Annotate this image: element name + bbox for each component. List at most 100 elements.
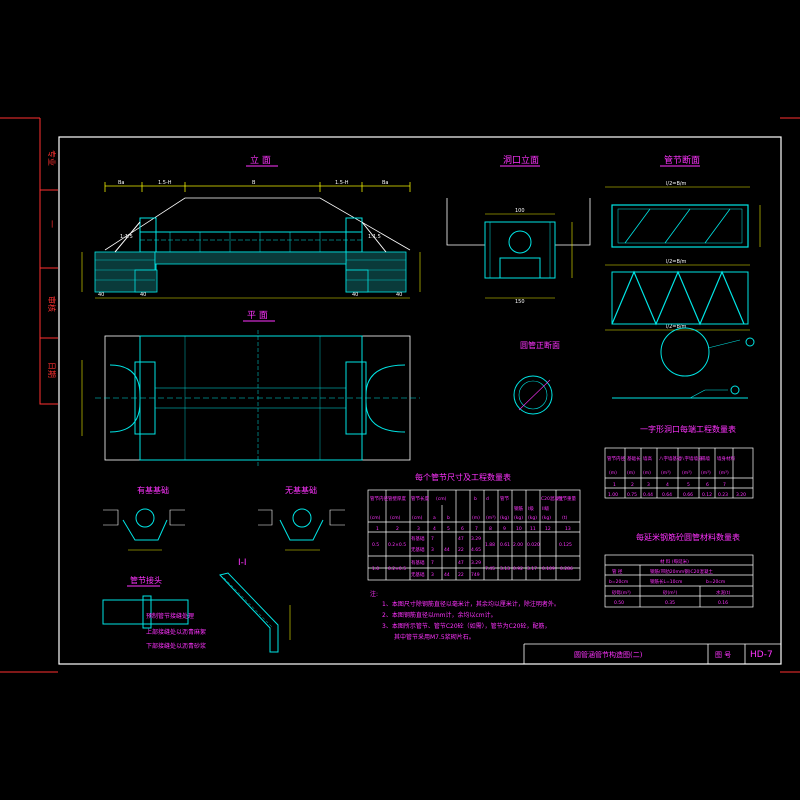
table-header: C20混凝土 bbox=[541, 495, 564, 502]
pipe-section-view: 管节断面 l/2=B/m l/2=B/m l/2=B/m bbox=[605, 154, 761, 399]
table-cell: 无基础 bbox=[411, 571, 425, 578]
view-title: 洞口立面 bbox=[503, 154, 539, 166]
title-block: 圆管涵管节构造图(二) 图 号 HD-7 bbox=[523, 643, 781, 664]
table-cell: 0.23 bbox=[718, 492, 728, 498]
table-cell: 0.44 bbox=[643, 492, 653, 498]
table-cell: 4.65 bbox=[471, 547, 481, 553]
table-unit: (m³) bbox=[486, 515, 496, 521]
table-cell: 7.45 bbox=[485, 566, 495, 572]
strip-label: 日期 bbox=[47, 362, 56, 378]
table-header: b bbox=[474, 496, 477, 502]
view-title: 管节接头 bbox=[130, 575, 162, 585]
table-cell: 钢筋(带肋20mm钢)C20混凝土 bbox=[650, 568, 713, 575]
table-title: 每延米钢筋砼圆管材料数量表 bbox=[636, 532, 740, 542]
table-cell: 749 bbox=[471, 572, 480, 578]
table-header: 管节内径 bbox=[607, 455, 625, 462]
dim-label: 40 bbox=[98, 292, 104, 298]
table-cell: 6 bbox=[461, 526, 464, 532]
dim-label: 40 bbox=[396, 292, 402, 298]
table-cell: 3.17 bbox=[527, 566, 537, 572]
strip-label: 审核 bbox=[47, 296, 57, 312]
slope-label: 1:1.5 bbox=[368, 234, 381, 240]
dim-label: Ba bbox=[118, 180, 125, 186]
table-cell: 0.50 bbox=[614, 600, 624, 606]
view-title: 管节断面 bbox=[664, 154, 700, 166]
sheet-border-marks bbox=[0, 117, 800, 673]
table-cell: 1.88 bbox=[485, 542, 495, 548]
table-header: 八字墙墙身 bbox=[680, 455, 703, 462]
table-title: 一字形洞口每端工程数量表 bbox=[640, 424, 736, 434]
table-unit: b bbox=[447, 515, 450, 521]
table-cell: 2 bbox=[631, 482, 634, 488]
table-unit: (m³) bbox=[682, 470, 692, 476]
table-unit: (cm) bbox=[390, 515, 401, 521]
table-header: 材 料 (每延米) bbox=[660, 558, 689, 565]
table-cell: 47 bbox=[458, 560, 464, 566]
table-unit: (kg) bbox=[528, 515, 537, 521]
table-cell: 5 bbox=[687, 482, 690, 488]
note-item: 2、本图钢筋直径以mm计，余均以cm计。 bbox=[382, 611, 497, 619]
dim-label: l/2=B/m bbox=[666, 259, 687, 265]
dim-label: 1.5-H bbox=[335, 180, 349, 186]
table-unit: (cm) bbox=[412, 515, 423, 521]
strip-label: 专业 bbox=[47, 150, 57, 166]
elevation-view: 立 面 Ba 1.5-H B 1.5-H Ba bbox=[81, 154, 421, 299]
table-cell: b=20cm bbox=[609, 579, 628, 585]
slope-label: 1:1.5 bbox=[120, 234, 133, 240]
table-cell: 0.35 bbox=[665, 600, 675, 606]
table-cell: 1.00 bbox=[608, 492, 618, 498]
table-cell: 0.12 bbox=[702, 492, 712, 498]
table-cell: 0.64 bbox=[662, 492, 672, 498]
table-unit: (m³) bbox=[719, 470, 729, 476]
table-cell: 0.109 bbox=[542, 566, 555, 572]
view-title: 有基基础 bbox=[137, 485, 169, 495]
drawing-number-label: 图 号 bbox=[715, 651, 731, 659]
table-cell: 1.0 bbox=[372, 566, 379, 572]
table-cell: 44 bbox=[444, 547, 450, 553]
table-cell: 3 bbox=[417, 526, 420, 532]
table-unit: (m) bbox=[609, 470, 617, 476]
drawing-name: 圆管涵管节构造图(二) bbox=[574, 650, 643, 659]
table-cell: 0.75 bbox=[627, 492, 637, 498]
table-cell: 1 bbox=[613, 482, 616, 488]
table-header: 隔墙 bbox=[701, 455, 710, 462]
dim-label: 150 bbox=[515, 299, 525, 305]
table-cell: 7 bbox=[475, 526, 478, 532]
table-pipe: 每个管节尺寸及工程数量表 管节内径 管壁厚度 管节长度 (cm) b bbox=[367, 472, 581, 581]
dim-label: 40 bbox=[140, 292, 146, 298]
dim-label: l/2=B/m bbox=[666, 181, 687, 187]
table-unit: (kg) bbox=[500, 515, 509, 521]
table-header: 管节长度 bbox=[411, 495, 429, 502]
table-cell: b=20cm bbox=[706, 579, 725, 585]
table-cell: 管 径 bbox=[612, 568, 623, 575]
note-item: 其中管节采用M7.5浆砌片石。 bbox=[382, 633, 475, 641]
plan-view: 平 面 bbox=[81, 310, 420, 466]
table-cell: 3.29 bbox=[471, 560, 481, 566]
dim-label: l/2=B/m bbox=[666, 324, 687, 330]
table-cell: 砂砾(m³) bbox=[612, 589, 631, 596]
table-header: 管节 bbox=[500, 495, 509, 502]
table-unit: (m³) bbox=[701, 470, 711, 476]
table-material: 每延米钢筋砼圆管材料数量表 材 料 (每延米) 管 径 钢筋(带肋20mm钢)C… bbox=[604, 532, 754, 608]
table-cell: 10 bbox=[516, 526, 522, 532]
dim-label: 40 bbox=[352, 292, 358, 298]
table-header: (cm) bbox=[436, 496, 447, 502]
table-header: 墙身材料 bbox=[717, 455, 735, 462]
view-title: 无基基础 bbox=[285, 485, 317, 495]
table-cell: 7 bbox=[431, 560, 434, 566]
table-cell: 12 bbox=[545, 526, 551, 532]
table-cell: 8 bbox=[489, 526, 492, 532]
table-header: 管壁厚度 bbox=[388, 495, 406, 502]
table-cell: 0.286 bbox=[560, 566, 573, 572]
dim-label: B bbox=[252, 180, 256, 186]
table-cell: 3.29 bbox=[471, 536, 481, 542]
table-cell: 3 bbox=[431, 572, 434, 578]
table-unit: (t) bbox=[562, 515, 568, 521]
table-cell: 3.13 bbox=[500, 566, 510, 572]
table-cell: 7 bbox=[723, 482, 726, 488]
table-header: 钢筋 bbox=[514, 505, 523, 512]
table-cell: 0.2×0.5 bbox=[388, 542, 406, 548]
table-cell: 0.5 bbox=[372, 542, 379, 548]
view-title: 平 面 bbox=[247, 310, 268, 321]
table-header: 管节内径 bbox=[370, 495, 388, 502]
